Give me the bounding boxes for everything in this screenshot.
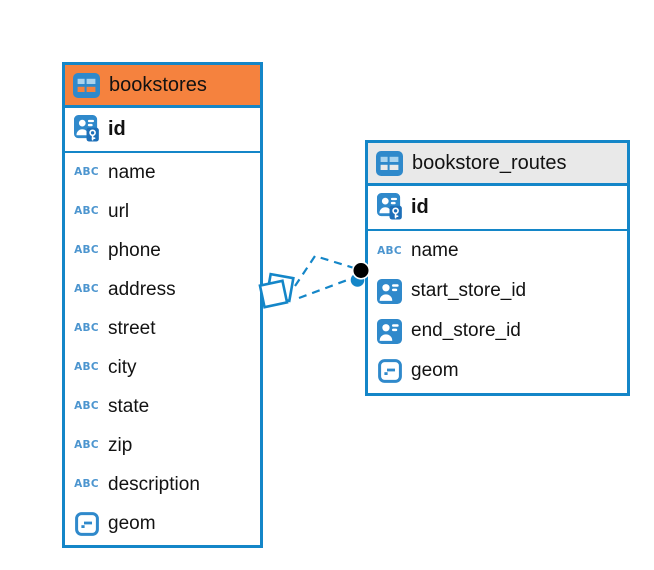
geometry-icon	[73, 512, 100, 536]
geometry-icon	[376, 359, 403, 383]
person-ref-icon	[376, 279, 403, 304]
column-row[interactable]: ABC url	[65, 192, 260, 231]
column-row[interactable]: ABC name	[368, 231, 627, 271]
column-label: state	[108, 395, 150, 417]
text-abc-icon: ABC	[74, 400, 99, 413]
column-row[interactable]: ABC description	[65, 465, 260, 504]
column-row[interactable]: geom	[368, 351, 627, 391]
column-row[interactable]: ABC state	[65, 387, 260, 426]
column-row[interactable]: ABC zip	[65, 426, 260, 465]
text-abc-icon: ABC	[377, 244, 402, 257]
column-label: url	[108, 200, 130, 222]
table-bookstore-routes-header[interactable]: bookstore_routes	[368, 143, 627, 186]
text-abc-icon: ABC	[74, 166, 99, 179]
column-row[interactable]: geom	[65, 504, 260, 543]
column-label: zip	[108, 434, 133, 456]
text-abc-icon: ABC	[74, 478, 99, 491]
table-icon	[376, 151, 403, 176]
column-label: geom	[411, 360, 459, 381]
column-label: name	[108, 161, 156, 183]
column-label: street	[108, 317, 156, 339]
column-row[interactable]: ABC address	[65, 270, 260, 309]
column-row[interactable]: ABC phone	[65, 231, 260, 270]
relation-dashed-line[interactable]	[298, 277, 351, 300]
column-label: id	[108, 118, 126, 140]
table-title: bookstores	[109, 73, 207, 96]
column-label: address	[108, 278, 176, 300]
column-label: geom	[108, 512, 156, 534]
table-title: bookstore_routes	[412, 151, 567, 174]
text-abc-icon: ABC	[74, 439, 99, 452]
relation-pages-icon[interactable]	[258, 272, 295, 309]
text-abc-icon: ABC	[74, 322, 99, 335]
column-row[interactable]: ABC city	[65, 348, 260, 387]
column-label: city	[108, 356, 137, 378]
column-row[interactable]: start_store_id	[368, 271, 627, 311]
column-row[interactable]: ABC street	[65, 309, 260, 348]
column-row-id[interactable]: id	[65, 108, 260, 153]
text-abc-icon: ABC	[74, 283, 99, 296]
text-abc-icon: ABC	[74, 361, 99, 374]
table-bookstore-routes[interactable]: bookstore_routes id ABC name start_store…	[365, 140, 630, 396]
table-bookstores-header[interactable]: bookstores	[65, 65, 260, 108]
primary-key-person-icon	[376, 193, 403, 222]
table-bookstores[interactable]: bookstores id ABC name ABC url ABC phone…	[62, 62, 263, 548]
relation-dashed-line[interactable]	[294, 254, 355, 287]
column-row[interactable]: ABC name	[65, 153, 260, 192]
text-abc-icon: ABC	[74, 244, 99, 257]
column-label: end_store_id	[411, 320, 521, 341]
column-label: phone	[108, 239, 161, 261]
column-label: id	[411, 196, 429, 218]
primary-key-person-icon	[73, 115, 100, 144]
column-row[interactable]: end_store_id	[368, 311, 627, 351]
text-abc-icon: ABC	[74, 205, 99, 218]
column-label: description	[108, 473, 200, 495]
person-ref-icon	[376, 319, 403, 344]
table-icon	[73, 73, 100, 98]
column-row-id[interactable]: id	[368, 186, 627, 231]
column-label: name	[411, 240, 459, 261]
column-label: start_store_id	[411, 280, 527, 301]
